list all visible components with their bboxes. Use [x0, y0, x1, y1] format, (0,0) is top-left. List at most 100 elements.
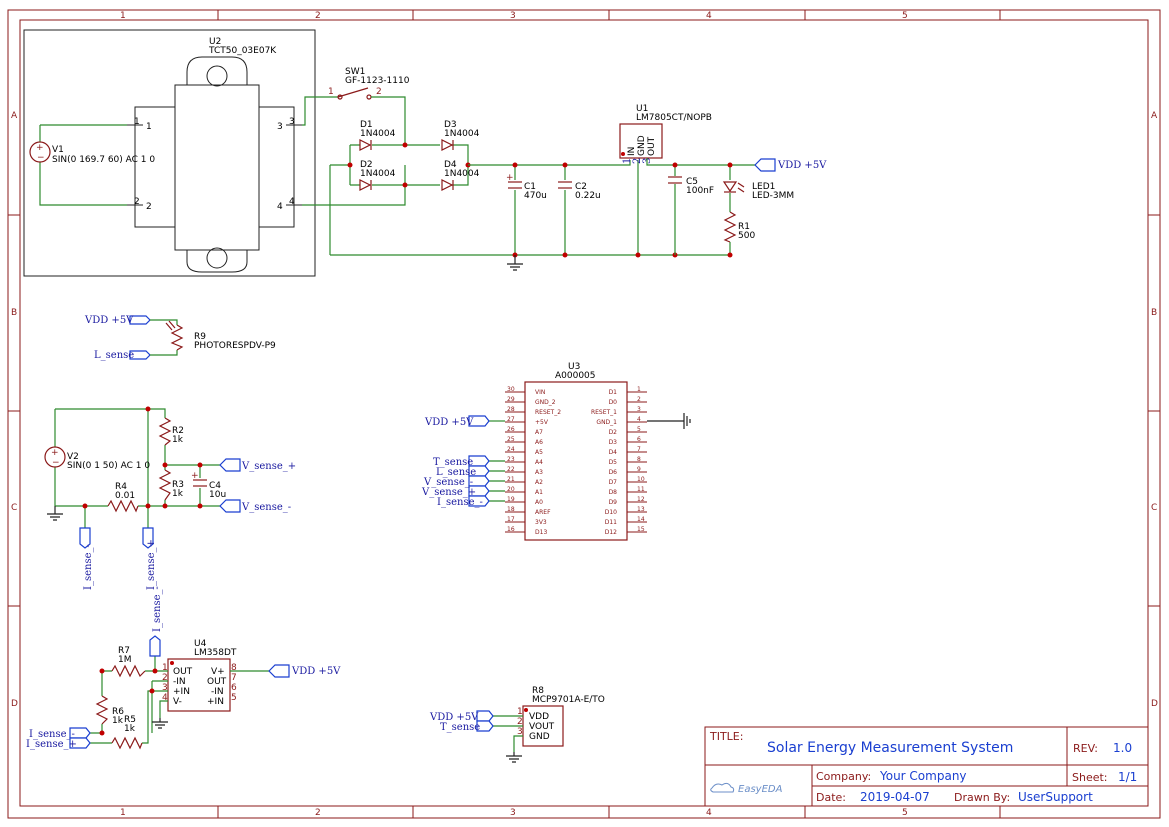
light-sensor-r9[interactable]: VDD +5V L_sense R9 PHOTORESPDV-P9 — [84, 315, 276, 361]
mcu-right-pin-name: RESET_1 — [591, 409, 617, 416]
mcu-left-pin-name: A1 — [535, 489, 543, 496]
net-label-vdd-top[interactable]: VDD +5V — [754, 158, 827, 172]
ground-symbol — [507, 255, 523, 271]
net-label-isense-minus-opamp[interactable]: I_sense_- — [29, 727, 91, 740]
mcu-right-pin-num: 15 — [637, 526, 645, 533]
sheet-label: Sheet: — [1072, 771, 1108, 784]
r6-ref: R6 — [112, 707, 124, 717]
mcu-left-pin-name: A5 — [535, 449, 543, 456]
temp-sensor-r8[interactable]: R8 MCP9701A-E/TO VDD VOUT GND 1 2 3 — [493, 686, 605, 763]
mcu-right-pin-num: 9 — [637, 466, 641, 473]
mcu-right-pin-name: D12 — [605, 529, 617, 536]
mcu-left-pin-num: 21 — [507, 476, 515, 483]
zone-labels: 1 2 3 4 5 1 2 3 4 5 A B C D A B C D — [11, 11, 1158, 818]
mcu-right-pin-name: D9 — [609, 499, 618, 506]
c2-value: 0.22u — [575, 191, 601, 201]
transformer-u2[interactable]: U2 TCT50_03E07K 1 1 2 2 3 3 4 4 — [23, 29, 316, 277]
mcu-left-pin-num: 28 — [507, 406, 515, 413]
mcu-left-pin-num: 20 — [507, 486, 515, 493]
drawn-value: UserSupport — [1018, 790, 1093, 804]
net-vsense-minus-text: V_sense_- — [241, 502, 291, 513]
title-label: TITLE: — [709, 730, 743, 743]
mcu-ground — [647, 413, 691, 429]
r8-value: MCP9701A-E/TO — [532, 695, 605, 705]
mcu-left-pin-num: 26 — [507, 426, 515, 433]
net-label-isense-plus-opamp[interactable]: I_sense_+ — [26, 737, 91, 750]
r3-value: 1k — [172, 489, 184, 499]
net-label-isense-opamp-top[interactable]: I_sense_- — [149, 586, 163, 657]
r6-value: 1k — [112, 716, 124, 726]
mcu-analog-labels[interactable]: T_sense L_sense V_sense_- V_sense_+ I_se… — [421, 455, 505, 508]
d3-value: 1N4004 — [444, 129, 480, 139]
r8-pin-vout: VOUT — [529, 722, 555, 732]
u4-pinnum-1: 1 — [162, 663, 168, 673]
u1-ref: U1 — [636, 104, 648, 114]
c2-ref: C2 — [575, 182, 587, 192]
net-label-vsense-minus[interactable]: V_sense_- — [219, 499, 291, 513]
mcu-left-pin-name: RESET_2 — [535, 409, 561, 416]
net-vdd-mcu-text: VDD +5V — [424, 417, 474, 428]
mcu-left-pin-name: A6 — [535, 439, 543, 446]
mcu-left-pin-name: AREF — [535, 509, 551, 516]
switch-sw1[interactable]: SW1 GF-1123-1110 1 2 — [302, 67, 410, 126]
u2-pin-2-inner: 2 — [134, 197, 140, 207]
sheet-frame — [7, 9, 1161, 819]
mcu-right-pin-name: D1 — [609, 389, 618, 396]
zone-row-b: B — [11, 308, 17, 318]
net-label-vdd-r8[interactable]: VDD +5V — [429, 710, 494, 723]
zone-col-5-bottom: 5 — [902, 808, 908, 818]
c5-value: 100nF — [686, 186, 714, 196]
net-isense-minus-opamp-text: I_sense_- — [29, 729, 75, 740]
u4-pinnum-8: 8 — [231, 663, 237, 673]
net-label-tsense-r8[interactable]: T_sense — [440, 720, 494, 733]
easyeda-logo: EasyEDA — [710, 782, 783, 795]
svg-text:+: + — [191, 471, 199, 481]
r8-pinnum-3: 3 — [517, 727, 523, 737]
net-vdd-r9-text: VDD +5V — [84, 315, 134, 326]
mcu-left-pin-name: 3V3 — [535, 519, 547, 526]
r8-pin-gnd: GND — [529, 732, 550, 742]
mcu-left-pin-num: 22 — [507, 466, 515, 473]
output-stage[interactable]: C5 100nF LED1 LED-3MM R1 500 — [646, 158, 794, 258]
mcu-left-pin-name: A3 — [535, 469, 543, 476]
mcu-right-pin-name: D11 — [605, 519, 617, 526]
r8-pinnum-1: 1 — [517, 707, 523, 717]
u2-pin-4-inner: 4 — [289, 197, 295, 207]
net-label-vdd-mcu[interactable]: VDD +5V — [424, 415, 490, 428]
mcu-left-pin-num: 23 — [507, 456, 515, 463]
c4-value: 10u — [209, 490, 226, 500]
net-vsense-plus-mcu-text: V_sense_+ — [421, 487, 476, 498]
sheet-value: 1/1 — [1118, 770, 1137, 784]
r8-pinnum-2: 2 — [517, 717, 523, 727]
regulator-u1[interactable]: U1 LM7805CT/NOPB IN GND OUT 1 2 3 — [619, 104, 712, 164]
net-label-vdd-opamp[interactable]: VDD +5V — [268, 664, 341, 678]
source-v1[interactable]: + − V1 SIN(0 169.7 60) AC 1 0 — [29, 124, 155, 206]
sw1-pin-2: 2 — [376, 87, 382, 97]
net-label-isense-minus-c[interactable]: I_sense_- — [79, 527, 94, 590]
filter-caps[interactable]: + C1 470u C2 0.22u — [330, 160, 730, 258]
company-value: Your Company — [879, 769, 967, 783]
date-label: Date: — [816, 791, 846, 804]
opamp-u4[interactable]: U4 LM358DT OUT -IN +IN V- V+ OUT -IN +IN… — [162, 639, 237, 712]
net-label-isense-plus-c[interactable]: I_sense_+ — [142, 527, 157, 590]
opamp-network[interactable]: R7 1M R6 1k R5 1k — [90, 646, 269, 750]
net-lsense-mcu-text: L_sense — [436, 467, 476, 478]
mcu-left-pin-num: 24 — [507, 446, 515, 453]
mcu-right-pin-name: D2 — [609, 429, 618, 436]
zone-row-b-right: B — [1151, 308, 1157, 318]
r3-ref: R3 — [172, 480, 184, 490]
mcu-right-pin-num: 10 — [637, 476, 645, 483]
bridge-rectifier[interactable]: D1 1N4004 D2 1N4004 D3 1N4004 D4 1N4004 — [302, 96, 480, 255]
zone-col-2-bottom: 2 — [315, 808, 321, 818]
sense-circuit[interactable]: + − + V2 SIN(0 1 50) AC 1 0 R2 1k R3 1k … — [44, 406, 226, 529]
net-vsense-minus-mcu-text: V_sense_- — [423, 477, 473, 488]
u4-pinnum-2: 2 — [162, 673, 168, 683]
r9-value: PHOTORESPDV-P9 — [194, 341, 276, 351]
zone-row-c: C — [11, 503, 17, 513]
u2-pin-3-inner: 3 — [289, 117, 295, 127]
mcu-left-pin-name: GND_2 — [535, 399, 556, 406]
net-label-vsense-plus[interactable]: V_sense_+ — [219, 458, 296, 472]
mcu-right-pin-name: D3 — [609, 439, 618, 446]
